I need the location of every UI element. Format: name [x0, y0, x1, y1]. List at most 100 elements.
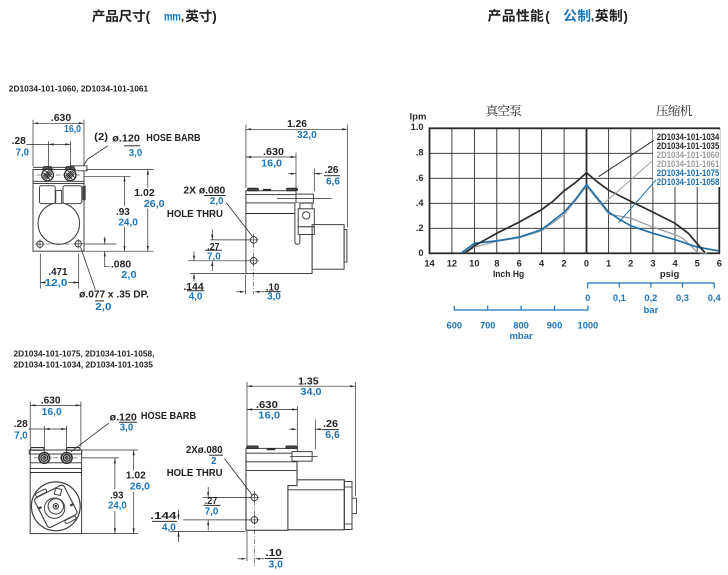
- svg-text:): ): [623, 9, 628, 24]
- svg-text:7,0: 7,0: [205, 506, 219, 517]
- svg-text:14: 14: [424, 258, 435, 268]
- svg-text:7,0: 7,0: [16, 148, 30, 159]
- svg-text:26,0: 26,0: [130, 481, 151, 492]
- svg-text:Inch Hg: Inch Hg: [493, 269, 524, 280]
- svg-text:1.02: 1.02: [126, 470, 147, 481]
- svg-text:(2): (2): [94, 132, 108, 143]
- svg-text:1.02: 1.02: [134, 188, 155, 199]
- svg-text:6: 6: [717, 258, 722, 268]
- svg-text:0,1: 0,1: [613, 293, 626, 303]
- svg-text:.080: .080: [111, 259, 132, 270]
- svg-text:3,0: 3,0: [268, 560, 283, 571]
- svg-text:.8: .8: [416, 147, 424, 157]
- svg-text:600: 600: [447, 320, 463, 330]
- svg-text:.26: .26: [325, 165, 339, 176]
- svg-text:0,4: 0,4: [708, 293, 722, 303]
- svg-text:4: 4: [539, 258, 545, 268]
- svg-text:2: 2: [628, 258, 633, 268]
- svg-text:.2: .2: [416, 223, 424, 233]
- svg-text:.10: .10: [265, 548, 282, 559]
- svg-text:7,0: 7,0: [207, 251, 221, 262]
- svg-text:2D1034-101-1061: 2D1034-101-1061: [657, 159, 720, 169]
- svg-text:HOLE THRU: HOLE THRU: [167, 468, 223, 479]
- svg-text:2D1034-101-1035: 2D1034-101-1035: [657, 141, 720, 151]
- svg-text:1: 1: [606, 258, 611, 268]
- svg-text:.93: .93: [116, 207, 130, 218]
- svg-text:3: 3: [650, 258, 655, 268]
- svg-text:bar: bar: [644, 305, 659, 316]
- svg-text:3,0: 3,0: [120, 423, 134, 434]
- svg-text:6,6: 6,6: [325, 430, 340, 441]
- svg-text:HOSE BARB: HOSE BARB: [146, 133, 200, 144]
- svg-text:16,0: 16,0: [258, 411, 281, 422]
- svg-text:26,0: 26,0: [144, 199, 165, 210]
- svg-text:0: 0: [585, 293, 590, 303]
- svg-text:ø.120: ø.120: [112, 134, 140, 145]
- svg-text:.630: .630: [51, 113, 72, 124]
- svg-text:2D1034-101-1034: 2D1034-101-1034: [657, 132, 720, 142]
- svg-text:7,0: 7,0: [14, 430, 28, 441]
- svg-text:2D1034-101-1034, 2D1034-101-10: 2D1034-101-1034, 2D1034-101-1035: [14, 359, 154, 369]
- svg-text:4: 4: [672, 258, 678, 268]
- svg-text:.630: .630: [41, 396, 61, 407]
- svg-text:.630: .630: [256, 400, 279, 411]
- svg-text:24,0: 24,0: [118, 217, 138, 228]
- svg-text:.27: .27: [207, 242, 220, 253]
- svg-text:2D1034-101-1075, 2D1034-101-10: 2D1034-101-1075, 2D1034-101-1058,: [14, 348, 155, 358]
- svg-text:.471: .471: [48, 267, 68, 278]
- svg-text:2X ø.080: 2X ø.080: [183, 186, 225, 197]
- svg-text:16,0: 16,0: [64, 124, 81, 135]
- svg-text:2D1034-101-1075: 2D1034-101-1075: [657, 168, 720, 178]
- svg-text:10: 10: [469, 258, 479, 268]
- svg-text:6,6: 6,6: [326, 176, 341, 187]
- svg-text:700: 700: [480, 320, 496, 330]
- svg-text:,: ,: [181, 9, 184, 23]
- svg-text:2Xø.080: 2Xø.080: [186, 445, 223, 456]
- svg-text:mm: mm: [164, 9, 181, 23]
- svg-text:12,0: 12,0: [45, 278, 68, 289]
- svg-text:): ): [212, 9, 217, 24]
- svg-text:.28: .28: [12, 136, 27, 147]
- svg-text:psig: psig: [660, 269, 680, 280]
- svg-text:6: 6: [517, 258, 522, 268]
- svg-text:2D1034-101-1058: 2D1034-101-1058: [657, 177, 720, 187]
- svg-text:3,0: 3,0: [129, 148, 143, 159]
- svg-text:4,0: 4,0: [162, 523, 177, 534]
- svg-text:.28: .28: [14, 419, 29, 430]
- svg-text:2,0: 2,0: [95, 302, 112, 313]
- svg-text:.4: .4: [416, 198, 425, 208]
- svg-text:34,0: 34,0: [301, 387, 323, 398]
- svg-text:lpm: lpm: [410, 112, 427, 123]
- svg-text:16,0: 16,0: [261, 158, 282, 169]
- svg-text:900: 900: [547, 320, 563, 330]
- svg-text:5: 5: [695, 258, 700, 268]
- svg-text:2D1034-101-1060: 2D1034-101-1060: [657, 150, 720, 160]
- svg-text:8: 8: [494, 258, 499, 268]
- svg-text:2,0: 2,0: [121, 270, 137, 281]
- svg-text:,: ,: [591, 9, 594, 23]
- svg-text:(: (: [146, 9, 151, 24]
- svg-text:.6: .6: [416, 173, 424, 183]
- svg-text:3,0: 3,0: [267, 291, 281, 302]
- svg-text:mbar: mbar: [509, 331, 533, 342]
- svg-text:12: 12: [447, 258, 457, 268]
- svg-text:0,2: 0,2: [644, 293, 657, 303]
- svg-text:.10: .10: [266, 283, 280, 294]
- svg-text:32,0: 32,0: [297, 130, 318, 141]
- svg-text:.144: .144: [150, 511, 177, 522]
- svg-text:0: 0: [418, 248, 423, 258]
- svg-text:.630: .630: [263, 147, 284, 158]
- svg-text:24,0: 24,0: [108, 501, 127, 512]
- svg-text:0: 0: [584, 258, 589, 268]
- svg-text:2: 2: [561, 258, 566, 268]
- svg-text:HOLE THRU: HOLE THRU: [167, 209, 223, 220]
- svg-text:1000: 1000: [578, 320, 599, 330]
- svg-text:(: (: [545, 9, 550, 24]
- svg-text:.93: .93: [110, 490, 124, 501]
- svg-text:800: 800: [513, 320, 529, 330]
- svg-text:1.26: 1.26: [287, 119, 307, 130]
- svg-text:ø.077 x .35 DP.: ø.077 x .35 DP.: [79, 289, 149, 300]
- svg-text:2: 2: [211, 456, 217, 467]
- svg-text:HOSE BARB: HOSE BARB: [141, 411, 196, 422]
- svg-text:2,0: 2,0: [210, 196, 224, 207]
